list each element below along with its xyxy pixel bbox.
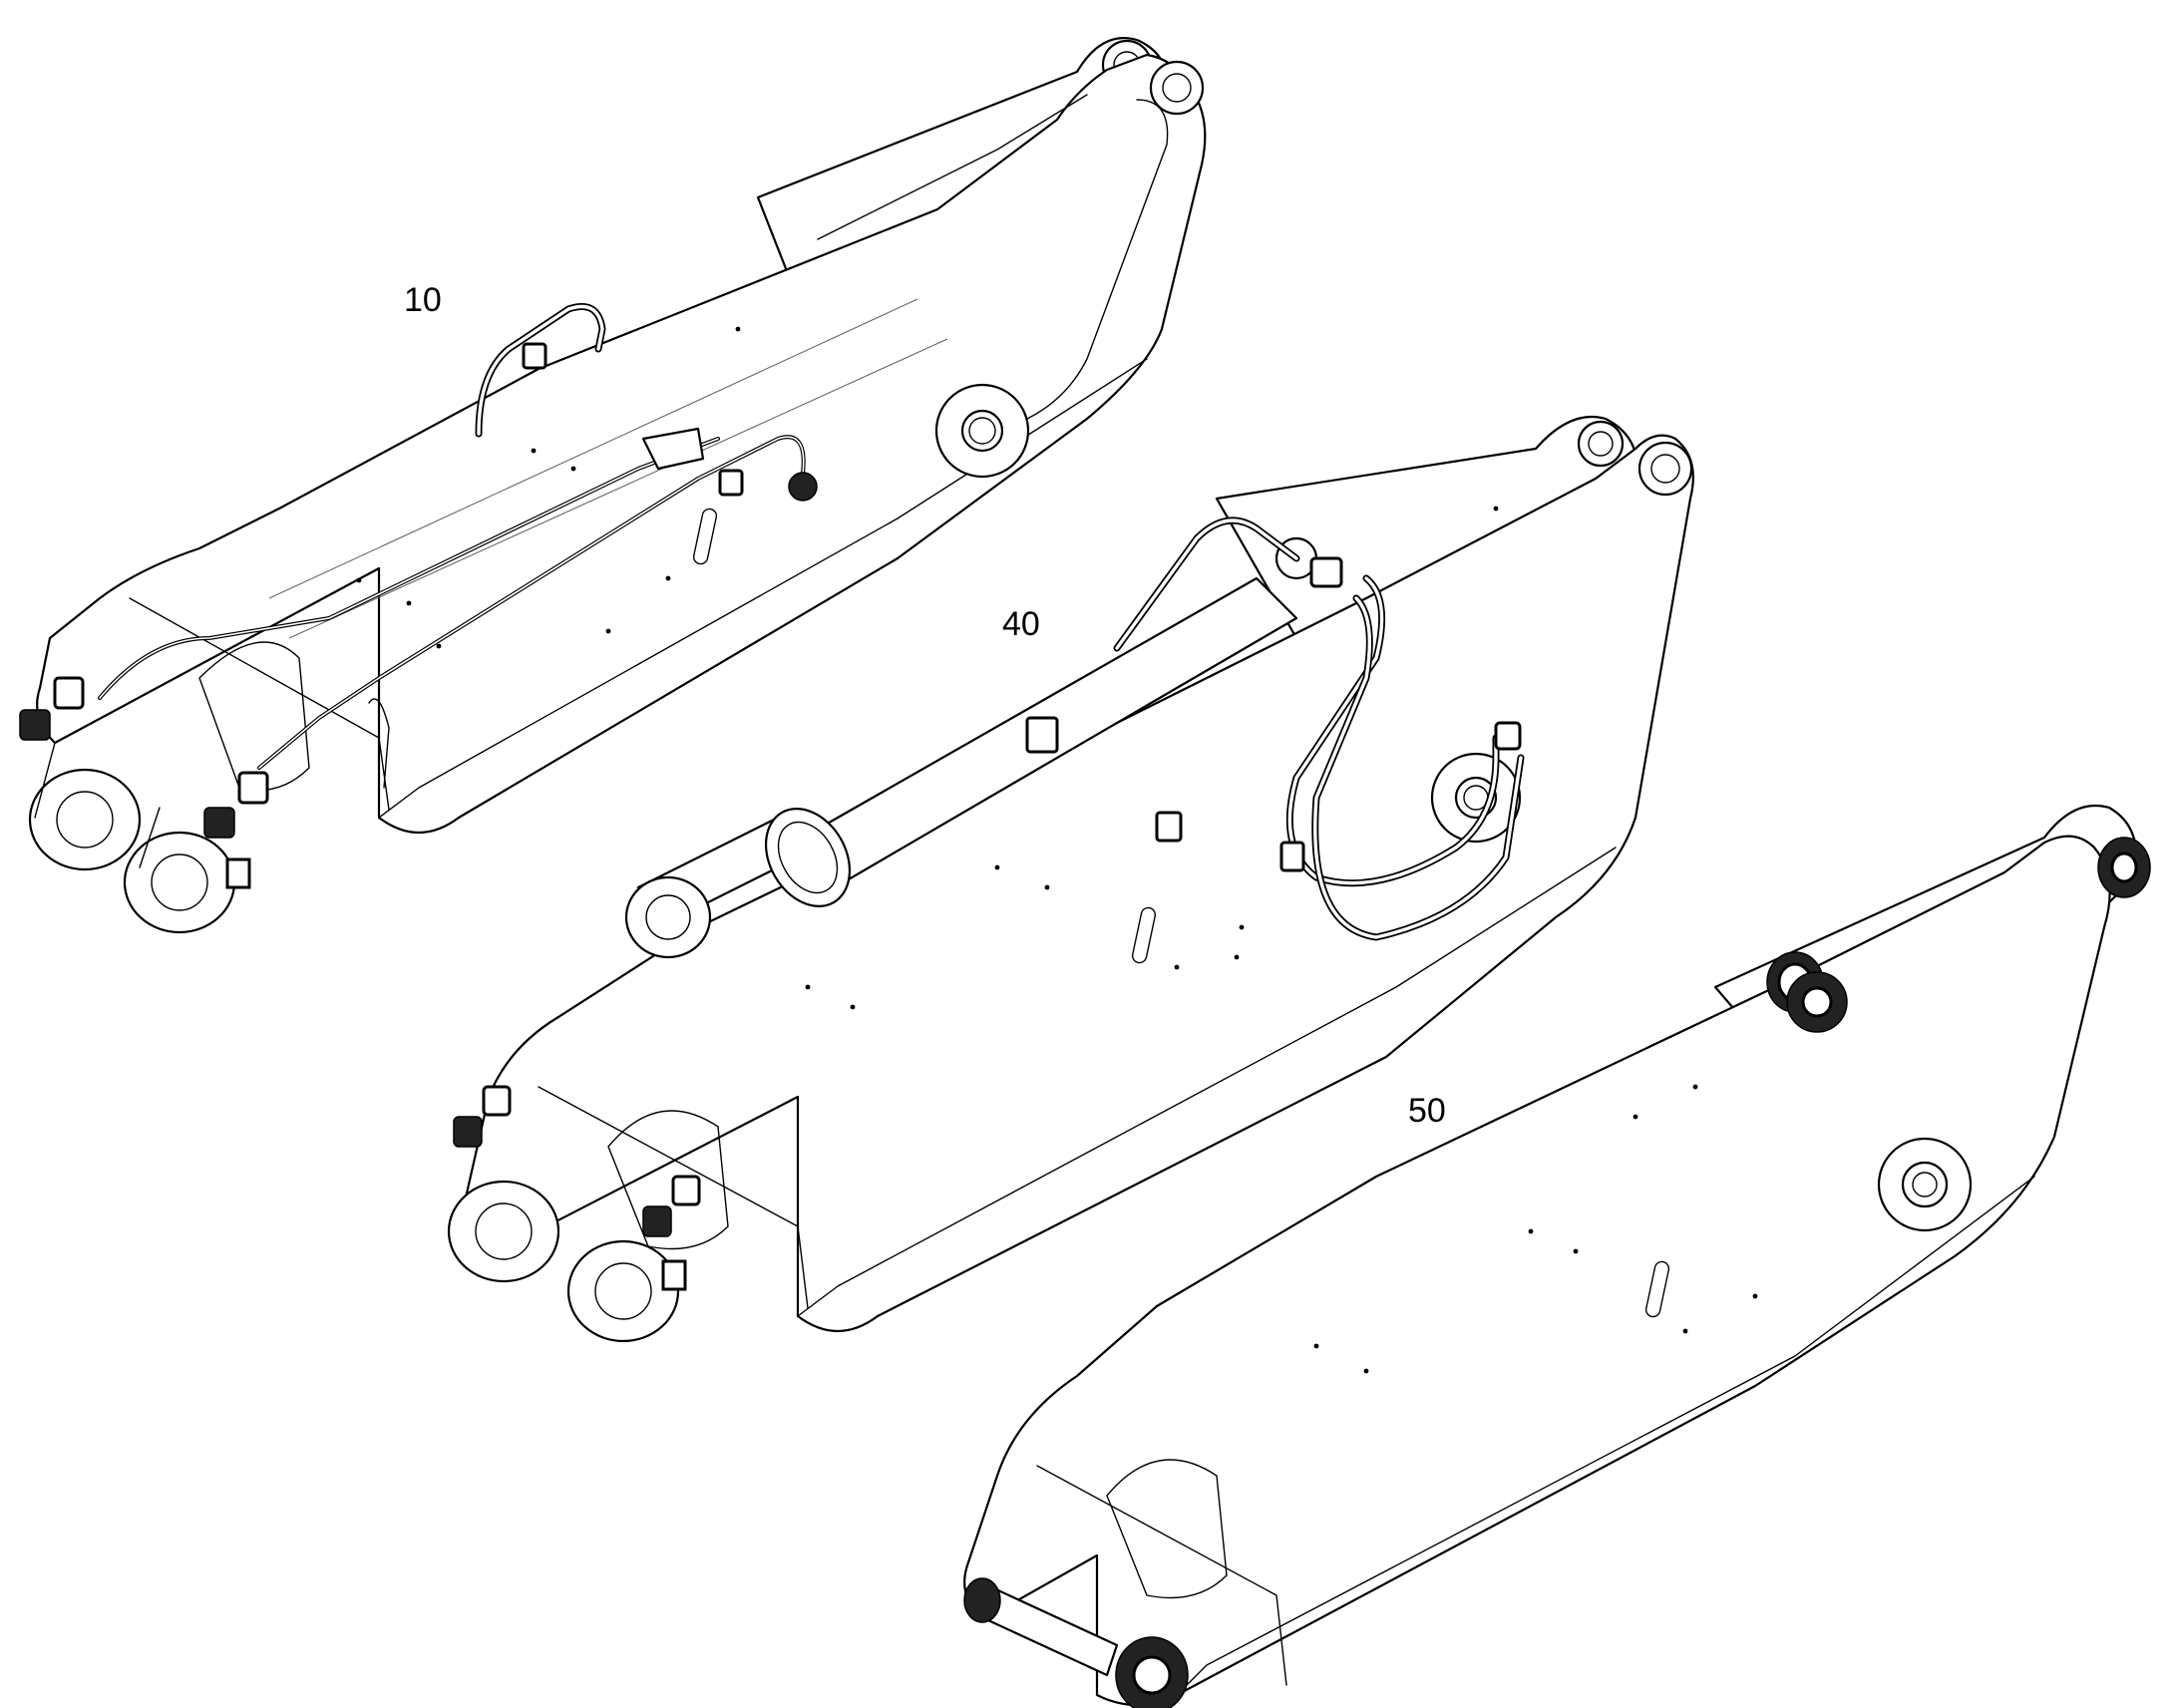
boom-10-with-piping: 10 xyxy=(19,37,1207,934)
boom-40-with-cylinder: 40 xyxy=(447,415,1694,1343)
boom-50-bushings xyxy=(1766,837,2151,1033)
boom-10-hose-fittings xyxy=(19,472,818,889)
boom-50-bare: 50 xyxy=(963,804,2151,1708)
boom-10-mount-holes xyxy=(356,326,741,649)
boom-50-body xyxy=(963,835,2111,1707)
callout-50: 50 xyxy=(1408,1092,1446,1130)
callout-40: 40 xyxy=(1002,605,1040,643)
boom-40-mount-holes xyxy=(805,506,1499,1010)
boom-50-mount-holes xyxy=(1313,1084,1758,1374)
callout-10: 10 xyxy=(404,281,442,319)
boom-10-body xyxy=(36,53,1207,835)
